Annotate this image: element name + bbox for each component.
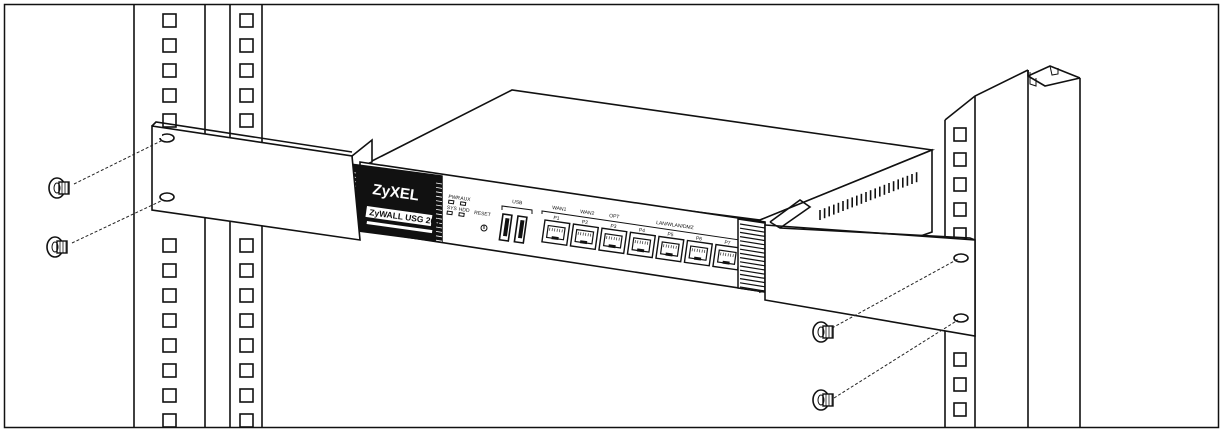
rack-hole (162, 63, 177, 78)
rack-hole (239, 338, 254, 353)
svg-text:OPT: OPT (609, 213, 620, 220)
status-leds: PWR SYS AUX HDD (446, 194, 472, 217)
rack-hole (162, 363, 177, 378)
svg-text:HDD: HDD (458, 207, 470, 215)
ethernet-port: P4 (626, 227, 657, 259)
screw-guides (71, 139, 959, 399)
figure-frame (3, 3, 1220, 429)
screw-icon (46, 236, 68, 258)
rack-hole (239, 13, 254, 28)
rack-hole (953, 127, 967, 142)
svg-text:PWR: PWR (448, 194, 461, 202)
svg-text:WAN2: WAN2 (580, 209, 595, 217)
bracket-hole (953, 253, 969, 263)
ethernet-port: P6 (683, 236, 714, 267)
ethernet-port: P3 (598, 223, 628, 255)
rack-hole (239, 238, 254, 253)
ethernet-port: P2 (569, 219, 600, 251)
screw-icon (812, 389, 834, 411)
rack-hole (162, 413, 177, 428)
rack-hole (239, 113, 254, 128)
rack-hole (239, 288, 254, 303)
rack-hole (953, 177, 967, 192)
rack-hole (162, 338, 177, 353)
rack-hole (162, 388, 177, 403)
svg-text:WAN1: WAN1 (552, 205, 567, 213)
rack-hole (953, 352, 967, 367)
ethernet-port: P7 (712, 240, 742, 271)
reset-button: RESET (474, 210, 491, 232)
rack-hole (162, 38, 177, 53)
device-front-panel: ZyXEL ZyWALL USG 200 PWR SYS AUX HDD RES… (349, 161, 766, 293)
rack-hole (953, 402, 967, 417)
rack-hole (239, 413, 254, 428)
rack-hole (239, 388, 254, 403)
rack-hole (953, 202, 967, 217)
rack-hole (239, 88, 254, 103)
svg-text:AUX: AUX (460, 196, 472, 203)
rack-hole (953, 377, 967, 392)
svg-text:P6: P6 (695, 236, 702, 243)
rack-hole (162, 13, 177, 28)
svg-text:P4: P4 (638, 227, 645, 234)
usb-ports: USB (498, 199, 533, 244)
rack-hole (239, 263, 254, 278)
svg-text:P2: P2 (581, 219, 588, 226)
screw-icon (812, 321, 834, 343)
rack-hole (239, 38, 254, 53)
rack-hole (239, 363, 254, 378)
svg-text:USB: USB (512, 199, 524, 206)
right-mounting-bracket (764, 199, 976, 337)
svg-text:RESET: RESET (474, 210, 491, 218)
svg-text:P1: P1 (553, 215, 560, 222)
ethernet-port: P1 (541, 215, 571, 247)
rack-hole (162, 288, 177, 303)
left-rack-rail (133, 5, 263, 428)
bracket-hole (159, 192, 175, 202)
ethernet-port: P5 (655, 232, 685, 263)
rack-hole (239, 63, 254, 78)
brand-logo: ZyXEL (371, 181, 420, 204)
screw-icon (48, 177, 70, 199)
rack-hole (953, 152, 967, 167)
left-mounting-bracket (151, 121, 361, 241)
rack-hole (162, 313, 177, 328)
svg-text:P3: P3 (610, 223, 617, 230)
rack-hole (162, 238, 177, 253)
svg-text:P7: P7 (724, 240, 731, 247)
right-rack-rail (944, 65, 1081, 427)
rack-hole (162, 113, 177, 128)
svg-text:P5: P5 (667, 232, 674, 239)
svg-text:LAN/WLAN/DMZ: LAN/WLAN/DMZ (656, 220, 694, 231)
rack-hole (162, 88, 177, 103)
rack-hole (162, 263, 177, 278)
svg-text:SYS: SYS (446, 205, 457, 212)
bracket-hole (953, 313, 969, 323)
rack-hole (239, 313, 254, 328)
